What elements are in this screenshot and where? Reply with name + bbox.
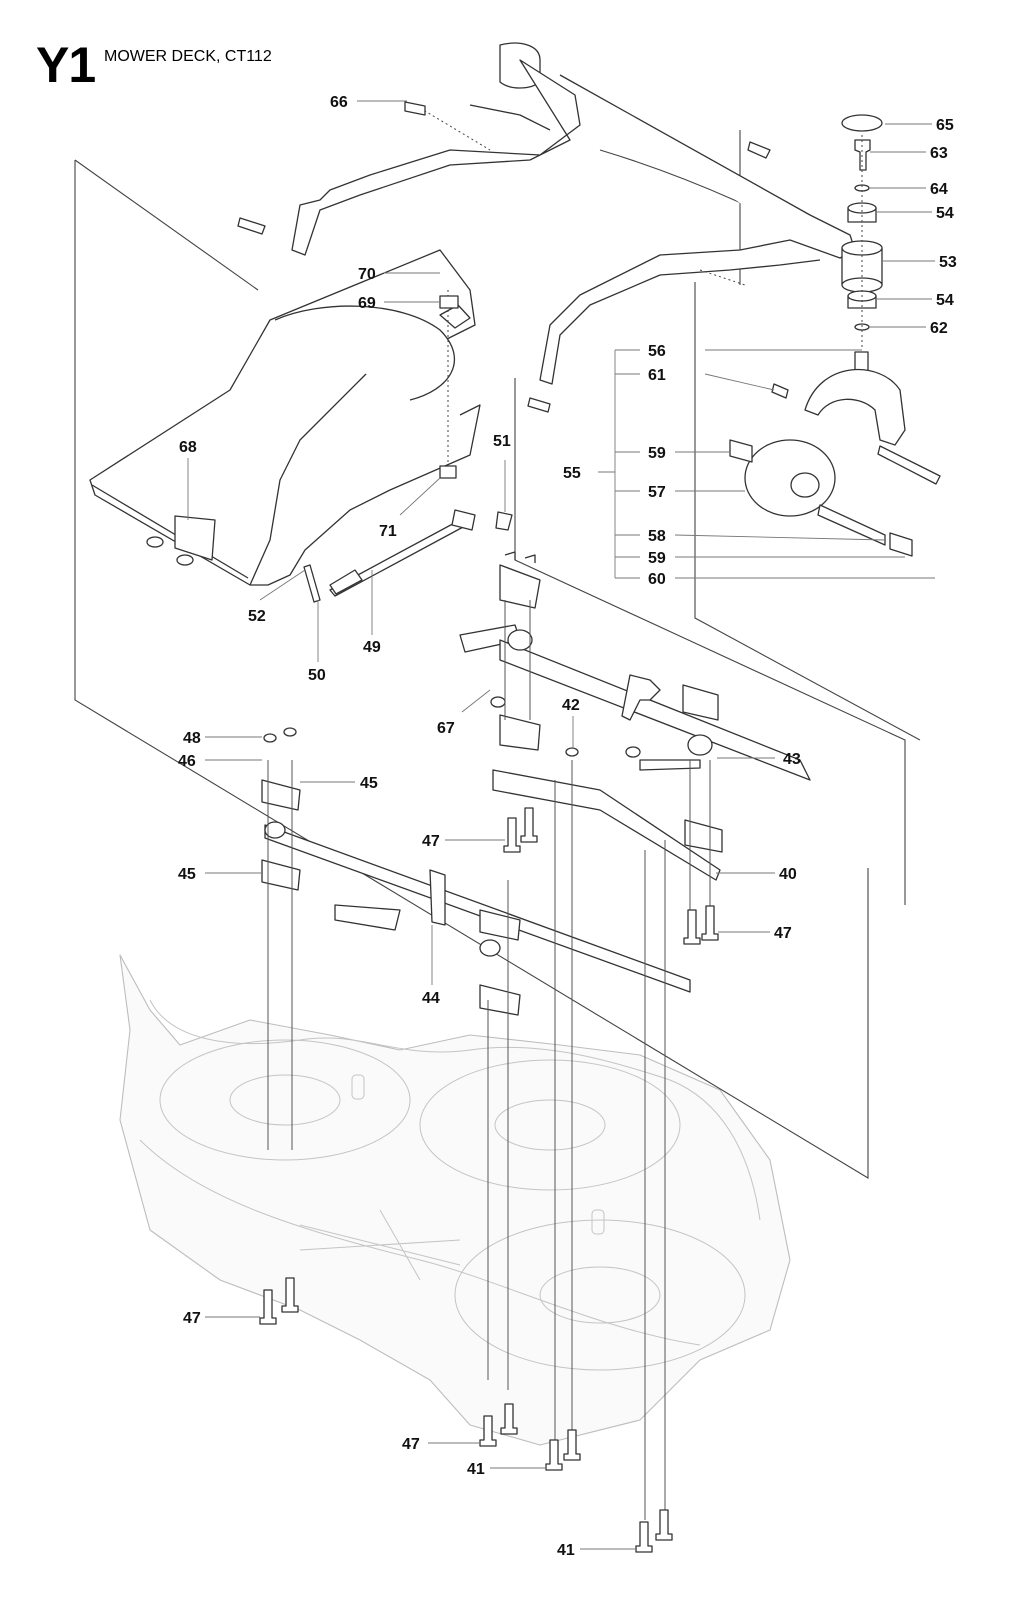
callout-42: 42 xyxy=(562,697,580,714)
callout-59-lower: 59 xyxy=(648,550,666,567)
callout-64: 64 xyxy=(930,181,948,198)
callout-68: 68 xyxy=(179,439,197,456)
callout-48: 48 xyxy=(183,730,201,747)
callout-51: 51 xyxy=(493,433,511,450)
callout-50: 50 xyxy=(308,667,326,684)
bottom-bolts xyxy=(259,727,719,1553)
mower-deck-housing xyxy=(119,954,791,1446)
callout-44: 44 xyxy=(422,990,440,1007)
callout-61: 61 xyxy=(648,367,666,384)
callout-43: 43 xyxy=(783,751,801,768)
callout-62: 62 xyxy=(930,320,948,337)
callout-53: 53 xyxy=(939,254,957,271)
callout-66: 66 xyxy=(330,94,348,111)
callout-63: 63 xyxy=(930,145,948,162)
callout-69: 69 xyxy=(358,295,376,312)
callout-57: 57 xyxy=(648,484,666,501)
callout-59-upper: 59 xyxy=(648,445,666,462)
callout-67: 67 xyxy=(437,720,455,737)
callout-55: 55 xyxy=(563,465,581,482)
leader-lines xyxy=(187,100,935,1550)
diagram-code: Y1 xyxy=(36,37,96,93)
deck-lift-frame xyxy=(89,249,481,586)
front-axle-assembly xyxy=(261,551,811,1520)
callout-47-bottom: 47 xyxy=(402,1436,420,1453)
assembly-frame-lines xyxy=(74,130,921,1179)
callout-54-lower: 54 xyxy=(936,292,954,309)
callout-58: 58 xyxy=(648,528,666,545)
callout-56: 56 xyxy=(648,343,666,360)
callout-47-right: 47 xyxy=(774,925,792,942)
callout-46: 46 xyxy=(178,753,196,770)
callout-65: 65 xyxy=(936,117,954,134)
diagram-title: MOWER DECK, CT112 xyxy=(104,48,272,65)
caster-wheel-assembly xyxy=(729,114,941,557)
callout-71: 71 xyxy=(379,523,397,540)
callout-70: 70 xyxy=(358,266,376,283)
callout-40: 40 xyxy=(779,866,797,883)
callout-49: 49 xyxy=(363,639,381,656)
callout-47-mid: 47 xyxy=(422,833,440,850)
callout-labels: 66 65 63 64 54 53 54 62 70 69 56 61 68 5… xyxy=(178,94,957,1559)
callout-52: 52 xyxy=(248,608,266,625)
lift-rod-parts xyxy=(303,509,513,603)
callout-41-upper: 41 xyxy=(467,1461,485,1478)
callout-41-lower: 41 xyxy=(557,1542,575,1559)
callout-60: 60 xyxy=(648,571,666,588)
callout-54-upper: 54 xyxy=(936,205,954,222)
lift-arm-assembly xyxy=(237,42,856,413)
callout-45-upper: 45 xyxy=(360,775,378,792)
callout-47-left-bottom: 47 xyxy=(183,1310,201,1327)
callout-45-lower: 45 xyxy=(178,866,196,883)
